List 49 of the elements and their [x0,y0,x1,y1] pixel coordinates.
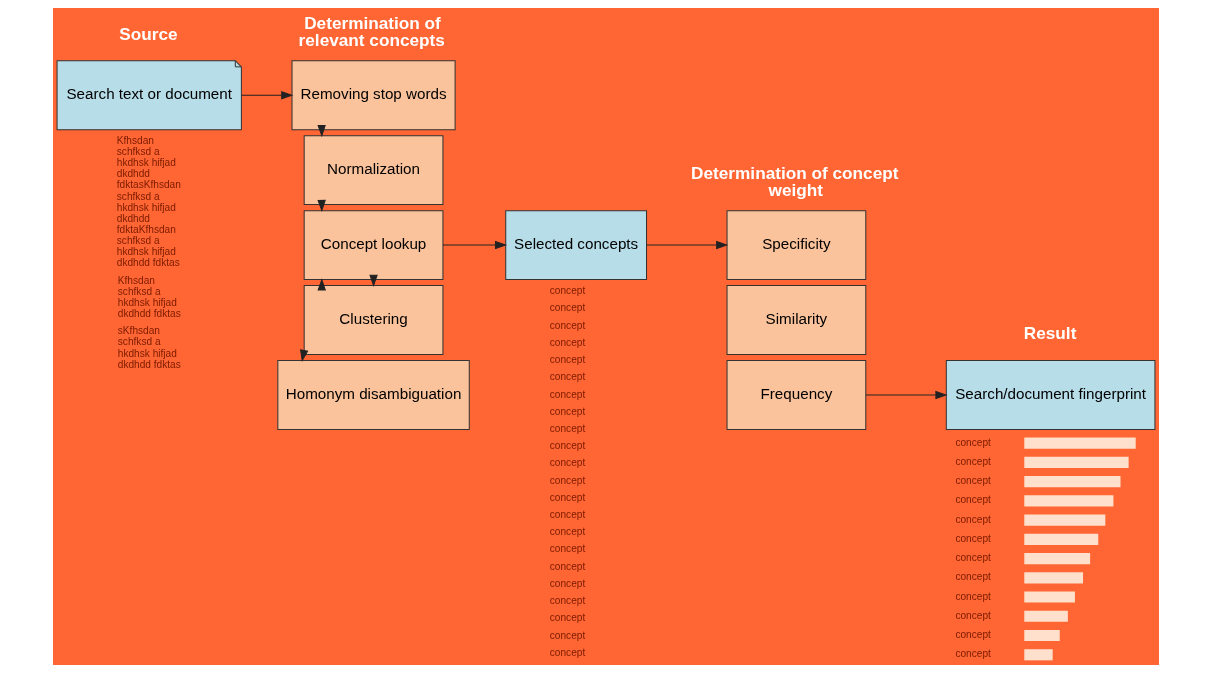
arrow [442,240,508,250]
node-box: Specificity [726,210,867,281]
label: concept [549,474,586,486]
label: concept [955,475,991,487]
label: concept [955,590,991,602]
arrow [646,240,729,250]
label: concept [955,552,991,564]
label: concept [549,354,586,366]
label: concept [549,560,586,572]
label: concept [955,532,991,544]
label: concept [955,513,991,525]
label: concept [549,509,586,521]
label: concept [955,609,991,621]
label: concept [549,577,586,589]
label: concept [549,319,586,331]
label: Kfhsdan schfksd a hkdhsk hifjad dkdhdd fdktasKfhsdan schfksd a hkdhsk hifjad dkdhdd fdktaKfhsdan schfksd a hkdhsk hifjad dkdhdd fdktas [116,134,181,269]
label: concept [549,405,586,417]
label: concept [549,491,586,503]
label: concept [549,612,586,624]
label: Kfhsdan schfksd a hkdhsk hifjad dkdhdd fdktas [117,274,181,319]
node-box: Selected concepts [505,210,647,281]
label: concept [549,371,586,383]
node-box: Homonym disambiguation [277,360,470,430]
arrow [865,390,948,400]
label: Source [119,23,178,44]
label: concept [549,336,586,348]
label: concept [549,422,586,434]
label: concept [549,440,586,452]
label: sKfhsdan schfksd a hkdhsk hifjad dkdhdd fdktas [117,325,181,370]
node-box: Search/document fingerprint [945,360,1156,430]
node-box: Frequency [726,360,867,430]
label: concept [955,629,991,641]
label: concept [955,648,991,660]
label: concept [955,571,991,583]
label: concept [549,302,586,314]
label: concept [955,494,991,506]
label: Determination of relevant concepts [298,12,445,51]
label: Determination of concept weight [691,162,899,201]
label: concept [549,543,586,555]
arrow [241,90,294,100]
label: concept [549,629,586,641]
label: concept [549,388,586,400]
label: concept [549,595,586,607]
node-box: Similarity [726,285,867,355]
label: Result [1023,323,1077,344]
label: concept [549,457,586,469]
label: concept [549,646,586,658]
label: concept [549,526,586,538]
label: concept [955,455,991,467]
